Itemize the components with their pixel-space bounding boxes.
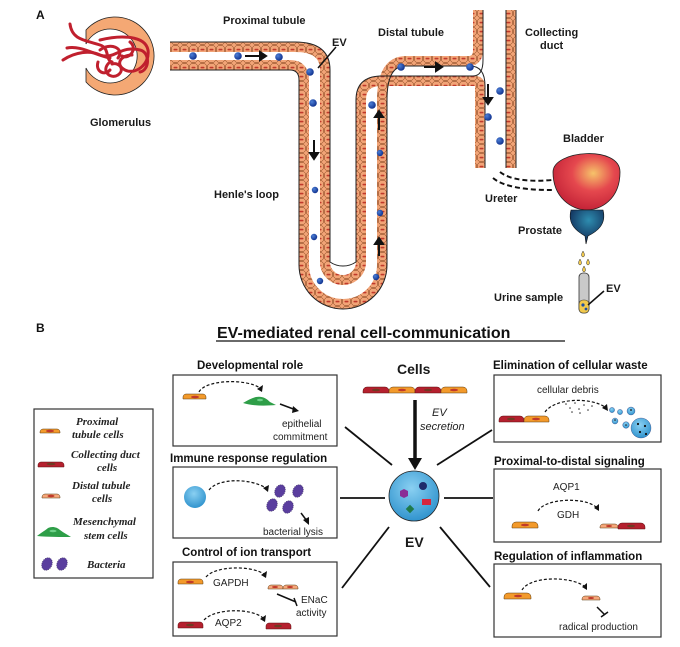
bladder-illustration: [552, 153, 621, 211]
henles-loop-label: Henle's loop: [214, 189, 279, 201]
svg-text:ENaC: ENaC: [301, 595, 328, 606]
ureter-label: Ureter: [485, 193, 518, 205]
urine-sample-tube: [578, 250, 590, 314]
nephron-tubule: [170, 10, 517, 310]
svg-text:Mesenchymal: Mesenchymal: [72, 516, 137, 528]
svg-text:Elimination of cellular waste: Elimination of cellular waste: [493, 360, 648, 372]
svg-text:EV: EV: [405, 534, 424, 550]
ev-label: EV: [332, 37, 347, 49]
svg-text:cells: cells: [97, 462, 117, 474]
proximal-tubule-label: Proximal tubule: [223, 15, 306, 27]
svg-text:secretion: secretion: [420, 421, 465, 433]
svg-text:GDH: GDH: [557, 510, 579, 521]
box-inflammation: Regulation of inflammation radical produ…: [493, 551, 662, 638]
svg-text:GAPDH: GAPDH: [213, 578, 249, 589]
ureter-illustration: [492, 171, 553, 191]
svg-text:Control of ion transport: Control of ion transport: [182, 547, 311, 559]
svg-text:bacterial lysis: bacterial lysis: [263, 527, 323, 538]
bladder-label: Bladder: [563, 133, 605, 145]
svg-text:radical production: radical production: [559, 622, 638, 633]
box-proximal-distal-signaling: Proximal-to-distal signaling AQP1 GDH: [493, 456, 662, 543]
distal-tubule-label: Distal tubule: [378, 27, 444, 39]
box-immune-response: Immune response regulation bacterial lys…: [170, 453, 338, 539]
box-cellular-waste: Elimination of cellular waste cellular d…: [493, 360, 662, 443]
urine-sample-label: Urine sample: [494, 292, 563, 304]
ev-sample-label: EV: [606, 283, 621, 295]
svg-text:epithelial: epithelial: [282, 419, 321, 430]
glomerulus-label: Glomerulus: [90, 117, 151, 129]
svg-text:Proximal-to-distal signaling: Proximal-to-distal signaling: [494, 456, 645, 468]
panel-b-title: EV-mediated renal cell-communication: [217, 325, 510, 342]
legend: Proximal tubule cells Collecting duct ce…: [33, 408, 154, 579]
svg-text:Collecting duct: Collecting duct: [71, 449, 141, 461]
svg-text:Distal tubule: Distal tubule: [71, 480, 130, 492]
box-developmental-role: Developmental role epithelial commitment: [172, 360, 338, 447]
svg-text:cellular debris: cellular debris: [537, 385, 599, 396]
svg-text:EV: EV: [432, 407, 448, 419]
collecting-duct-label-2: duct: [540, 40, 564, 52]
svg-text:tubule cells: tubule cells: [72, 429, 124, 441]
svg-text:cells: cells: [92, 493, 112, 505]
svg-text:AQP1: AQP1: [553, 482, 580, 493]
glomerulus-illustration: [61, 16, 155, 96]
prostate-illustration: [569, 209, 605, 245]
svg-text:Developmental role: Developmental role: [197, 360, 303, 372]
svg-text:commitment: commitment: [273, 432, 328, 443]
svg-text:AQP2: AQP2: [215, 618, 242, 629]
bacteria-icon: [41, 557, 68, 571]
ev-sample-pointer: [587, 290, 605, 306]
collecting-duct-label-1: Collecting: [525, 27, 578, 39]
svg-text:Bacteria: Bacteria: [86, 559, 126, 571]
panel-a-label: A: [36, 8, 45, 22]
prostate-label: Prostate: [518, 225, 562, 237]
svg-text:Immune response regulation: Immune response regulation: [170, 453, 327, 465]
svg-text:activity: activity: [296, 608, 327, 619]
ev-vesicle: [388, 470, 440, 522]
ev-pointer-line: [317, 46, 337, 69]
svg-text:Regulation of inflammation: Regulation of inflammation: [494, 551, 642, 563]
svg-text:stem cells: stem cells: [83, 530, 128, 542]
flow-arrows: [245, 50, 494, 256]
svg-text:Proximal: Proximal: [76, 416, 119, 428]
center-cells-ev: Cells EV secretion EV: [340, 361, 493, 589]
svg-text:Cells: Cells: [397, 361, 431, 377]
ev-particles: [189, 52, 504, 285]
panel-b-label: B: [36, 321, 45, 335]
box-ion-transport: Control of ion transport GAPDH ENaC acti…: [172, 547, 338, 637]
